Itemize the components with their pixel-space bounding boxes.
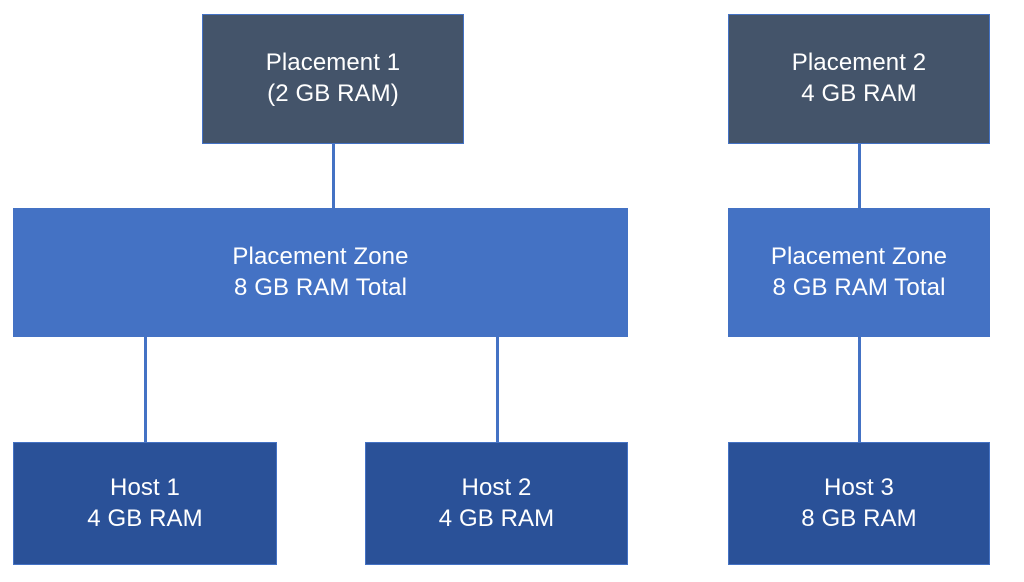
connector-zone-right-to-host-3 bbox=[858, 337, 861, 442]
connector-zone-left-to-host-2 bbox=[496, 337, 499, 442]
host-1-node: Host 1 4 GB RAM bbox=[13, 442, 277, 565]
host-2-ram: 4 GB RAM bbox=[438, 504, 555, 532]
host-2-title: Host 2 bbox=[461, 473, 532, 501]
placement-2-ram: 4 GB RAM bbox=[801, 80, 917, 107]
placement-zone-right-title: Placement Zone bbox=[770, 242, 948, 270]
host-3-ram: 8 GB RAM bbox=[801, 504, 917, 532]
host-3-title: Host 3 bbox=[824, 473, 894, 501]
host-2-node: Host 2 4 GB RAM bbox=[365, 442, 628, 565]
placement-zone-left-ram: 8 GB RAM Total bbox=[233, 273, 408, 301]
connector-placement-1-to-zone-left bbox=[332, 144, 335, 208]
host-3-node: Host 3 8 GB RAM bbox=[728, 442, 990, 565]
placement-zone-right-ram: 8 GB RAM Total bbox=[772, 273, 946, 301]
placement-1-title: Placement 1 bbox=[265, 49, 401, 77]
placement-2-title: Placement 2 bbox=[791, 49, 927, 77]
host-1-ram: 4 GB RAM bbox=[87, 504, 203, 532]
placement-zone-right-node: Placement Zone 8 GB RAM Total bbox=[728, 208, 990, 337]
placement-zone-left-title: Placement Zone bbox=[232, 242, 409, 270]
placement-zone-left-node: Placement Zone 8 GB RAM Total bbox=[13, 208, 628, 337]
connector-zone-left-to-host-1 bbox=[144, 337, 147, 442]
host-1-title: Host 1 bbox=[110, 473, 180, 501]
placement-1-node: Placement 1 (2 GB RAM) bbox=[202, 14, 464, 144]
placement-2-node: Placement 2 4 GB RAM bbox=[728, 14, 990, 144]
placement-1-ram: (2 GB RAM) bbox=[267, 80, 399, 107]
connector-placement-2-to-zone-right bbox=[858, 144, 861, 208]
